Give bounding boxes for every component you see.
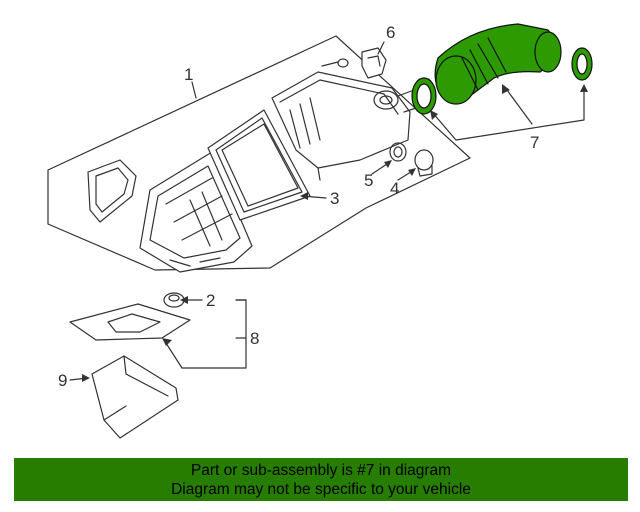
- intake-duct-mouth: [435, 55, 477, 105]
- bolt-part: [321, 58, 349, 68]
- callout-9: 9: [58, 371, 67, 390]
- inlet-duct-part: [87, 159, 137, 223]
- callout-5: 5: [364, 171, 373, 190]
- notice-banner: Part or sub-assembly is #7 in diagram Di…: [14, 458, 628, 501]
- callout-1: 1: [184, 65, 193, 84]
- bracket-part: [361, 47, 387, 79]
- upper-housing-part: [271, 71, 417, 181]
- callout-4: 4: [390, 179, 399, 198]
- sensor-part: [414, 149, 434, 177]
- tray-part: [69, 303, 191, 341]
- grommet-part: [389, 142, 407, 162]
- callout-6: 6: [386, 23, 395, 42]
- support-bracket-part: [91, 355, 179, 439]
- intake-duct-end: [534, 31, 562, 73]
- callout-8: 8: [250, 329, 259, 348]
- callout-7: 7: [530, 133, 539, 152]
- banner-line-2: Diagram may not be specific to your vehi…: [171, 481, 471, 498]
- parts-diagram: 1 6 3 5 4 7 2 8 9: [47, 23, 593, 439]
- callout-2: 2: [206, 291, 215, 310]
- intake-duct-highlight: [411, 23, 593, 115]
- air-filter-part: [207, 109, 311, 221]
- leader-arrows: [82, 84, 588, 382]
- callout-3: 3: [330, 189, 339, 208]
- leader-lines: [69, 41, 585, 381]
- banner-line-1: Part or sub-assembly is #7 in diagram: [190, 462, 452, 479]
